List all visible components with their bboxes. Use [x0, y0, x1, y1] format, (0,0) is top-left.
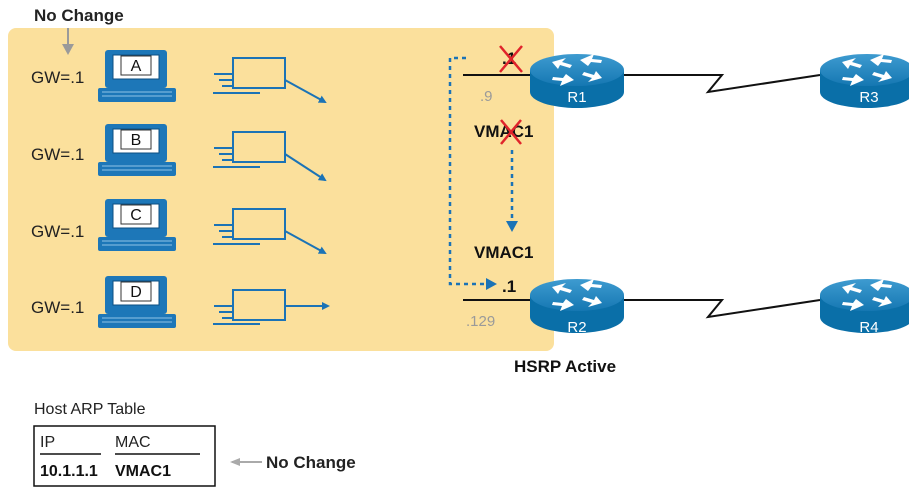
- router-arrows-icon: [552, 279, 602, 311]
- hsrp-active-label: HSRP Active: [514, 357, 616, 376]
- host-c: GW=.1 C: [31, 199, 327, 254]
- wan-link-r2-r4: [624, 299, 821, 319]
- frame-icon: [213, 208, 327, 254]
- arp-cell-mac: VMAC1: [115, 463, 171, 480]
- vip-move-dotted-left: [448, 56, 486, 286]
- r2-own-ip-label: .129: [466, 313, 495, 330]
- top-no-change-label: No Change: [34, 6, 124, 25]
- host-d: GW=.1 D: [31, 276, 330, 328]
- host-letter: D: [130, 284, 142, 301]
- r1-vip-cross-icon: [499, 45, 523, 73]
- host-b: GW=.1 B: [31, 124, 327, 182]
- keyboard: [98, 162, 176, 176]
- router-label: R4: [859, 319, 878, 336]
- arp-cell-ip: 10.1.1.1: [40, 463, 98, 480]
- r1-vmac-cross-icon: [500, 119, 522, 145]
- arp-table: IP MAC 10.1.1.1 VMAC1: [33, 425, 216, 487]
- screen-inner: [120, 55, 152, 76]
- router-label: R1: [567, 89, 586, 106]
- host-letter: C: [130, 207, 142, 224]
- wan-link-r1-r3: [624, 74, 821, 94]
- top-note-arrowhead: [62, 44, 74, 55]
- screen-inner: [120, 281, 152, 302]
- host-gw-label: GW=.1: [31, 145, 84, 164]
- router-label: R3: [859, 89, 878, 106]
- arp-header-mac: MAC: [115, 434, 151, 451]
- router-r1: R1: [530, 54, 624, 108]
- vip-move-arrowhead: [486, 278, 497, 290]
- host-a: GW=.1 A: [31, 50, 327, 103]
- lan-subnet-area: [8, 28, 554, 351]
- frame-icon: [213, 289, 330, 325]
- r1-own-ip-label: .9: [480, 88, 493, 105]
- screen-inner: [120, 129, 152, 150]
- router-r2: R2: [530, 279, 624, 336]
- r1-vmac-label: VMAC1: [474, 122, 534, 141]
- r2-vmac-label: VMAC1: [474, 243, 534, 262]
- arp-table-title: Host ARP Table: [34, 401, 146, 418]
- screen-inner: [120, 204, 152, 225]
- host-letter: B: [131, 132, 142, 149]
- router-label: R2: [567, 319, 586, 336]
- frame-icon: [213, 57, 327, 103]
- host-gw-label: GW=.1: [31, 222, 84, 241]
- arp-header-ip: IP: [40, 434, 55, 451]
- keyboard: [98, 237, 176, 251]
- router-r3: R3: [820, 54, 909, 108]
- r2-vip-label: .1: [502, 277, 516, 296]
- keyboard: [98, 88, 176, 102]
- frame-icon: [213, 131, 327, 182]
- host-gw-label: GW=.1: [31, 298, 84, 317]
- router-arrows-icon: [842, 279, 892, 311]
- router-arrows-icon: [842, 54, 892, 86]
- vmac-move-arrowhead: [506, 221, 518, 232]
- router-r4: R4: [820, 279, 909, 336]
- keyboard: [98, 314, 176, 328]
- host-gw-label: GW=.1: [31, 68, 84, 87]
- router-arrows-icon: [552, 54, 602, 86]
- arp-no-change-label: No Change: [266, 453, 356, 472]
- host-letter: A: [131, 58, 142, 75]
